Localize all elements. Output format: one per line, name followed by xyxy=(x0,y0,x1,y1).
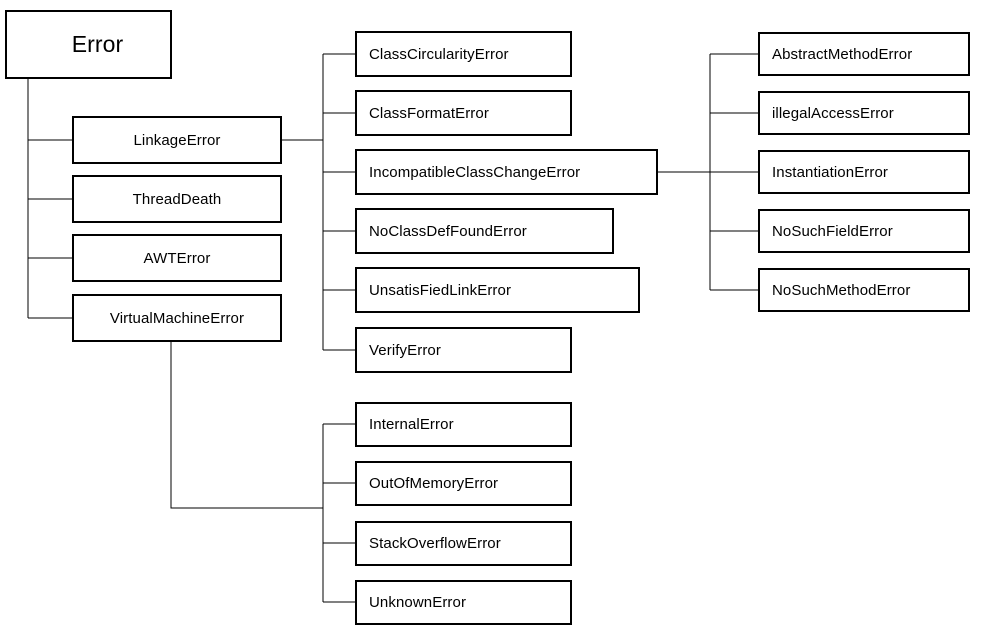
node-label: Error xyxy=(71,31,124,57)
node-awt-error[interactable]: AWTError xyxy=(72,234,282,282)
node-label: ThreadDeath xyxy=(132,190,222,208)
node-no-such-field-error[interactable]: NoSuchFieldError xyxy=(758,209,970,253)
node-label: illegalAccessError xyxy=(772,104,894,122)
node-unknown-error[interactable]: UnknownError xyxy=(355,580,572,625)
node-label: ClassCircularityError xyxy=(369,45,509,63)
node-thread-death[interactable]: ThreadDeath xyxy=(72,175,282,223)
node-out-of-memory-error[interactable]: OutOfMemoryError xyxy=(355,461,572,506)
node-label: NoClassDefFoundError xyxy=(369,222,527,240)
node-label: IncompatibleClassChangeError xyxy=(369,163,581,181)
node-label: ClassFormatError xyxy=(369,104,489,122)
node-class-circularity-error[interactable]: ClassCircularityError xyxy=(355,31,572,77)
node-label: InstantiationError xyxy=(772,163,889,181)
node-no-such-method-error[interactable]: NoSuchMethodError xyxy=(758,268,970,312)
node-linkage-error[interactable]: LinkageError xyxy=(72,116,282,164)
node-verify-error[interactable]: VerifyError xyxy=(355,327,572,373)
node-internal-error[interactable]: InternalError xyxy=(355,402,572,447)
node-label: StackOverflowError xyxy=(369,535,501,552)
node-label: UnsatisFiedLinkError xyxy=(369,281,512,299)
node-illegal-access-error[interactable]: illegalAccessError xyxy=(758,91,970,135)
node-label: UnknownError xyxy=(369,594,467,611)
node-no-class-def-found-error[interactable]: NoClassDefFoundError xyxy=(355,208,614,254)
node-label: InternalError xyxy=(369,416,454,433)
node-unsatisfied-link-error[interactable]: UnsatisFiedLinkError xyxy=(355,267,640,313)
node-stack-overflow-error[interactable]: StackOverflowError xyxy=(355,521,572,566)
node-label: OutOfMemoryError xyxy=(369,475,499,492)
node-label: NoSuchMethodError xyxy=(772,281,911,299)
node-label: AbstractMethodError xyxy=(772,45,913,63)
node-error[interactable]: Error xyxy=(5,10,172,79)
node-abstract-method-error[interactable]: AbstractMethodError xyxy=(758,32,970,76)
node-label: NoSuchFieldError xyxy=(772,222,893,240)
node-label: VerifyError xyxy=(369,341,441,359)
node-label: VirtualMachineError xyxy=(109,309,245,327)
node-incompatible-class-change-error[interactable]: IncompatibleClassChangeError xyxy=(355,149,658,195)
node-instantiation-error[interactable]: InstantiationError xyxy=(758,150,970,194)
node-class-format-error[interactable]: ClassFormatError xyxy=(355,90,572,136)
node-label: AWTError xyxy=(143,249,211,267)
node-virtual-machine-error[interactable]: VirtualMachineError xyxy=(72,294,282,342)
edge-virtual-machine-error-stem xyxy=(170,342,323,509)
node-label: LinkageError xyxy=(133,131,221,149)
